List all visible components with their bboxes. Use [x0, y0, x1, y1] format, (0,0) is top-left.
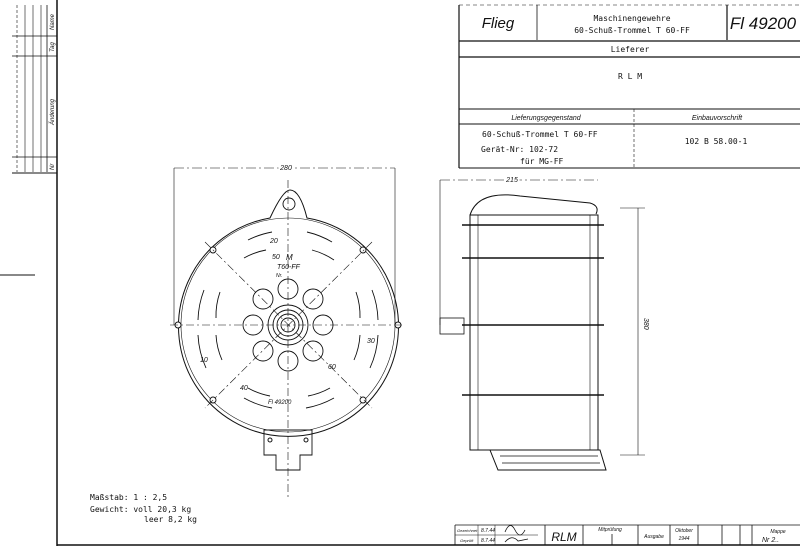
item-line3: für MG-FF — [520, 157, 564, 166]
drawn-date: 8.7.44 — [481, 528, 495, 534]
issue-month: Oktober — [675, 528, 693, 534]
mark-10: 10 — [200, 357, 208, 364]
supplier-value: R L M — [618, 72, 642, 81]
mark-m: M — [286, 253, 293, 262]
install-ref: 102 B 58.00-1 — [685, 137, 748, 146]
revision-strip: Name Tag Änderung Nr — [12, 5, 57, 174]
front-view: 280 — [170, 163, 405, 500]
rev-col-nr: Nr — [50, 163, 56, 170]
front-dim-width: 280 — [279, 165, 292, 172]
side-dim-width: 215 — [505, 177, 518, 184]
mark-type: T60-FF — [277, 264, 301, 271]
co-check-label: Mitprüfung — [598, 527, 622, 533]
checked-date: 8.7.44 — [481, 538, 495, 544]
side-dim-height: 380 — [642, 318, 649, 330]
mark-20: 20 — [269, 238, 278, 245]
item-line1: 60-Schuß-Trommel T 60-FF — [482, 130, 598, 139]
scale-note: Maßstab: 1 : 2,5 — [90, 493, 167, 502]
item-label: Lieferungsgegenstand — [511, 115, 581, 122]
issue-label: Ausgabe — [643, 534, 664, 540]
folder-label: Mappe — [770, 529, 786, 535]
checked-label: Geprüft — [460, 538, 474, 543]
authority-label: RLM — [551, 530, 576, 544]
title-line1: Maschinengewehre — [593, 14, 670, 23]
title-block: Flieg Maschinengewehre 60-Schuß-Trommel … — [458, 4, 800, 169]
drawing-number: Fl 49200 — [730, 14, 797, 33]
rev-col-tag: Tag — [50, 42, 56, 52]
item-line2: Gerät-Nr: 102-72 — [481, 145, 558, 154]
title-line2: 60-Schuß-Trommel T 60-FF — [574, 26, 690, 35]
weight-empty-note: leer 8,2 kg — [144, 515, 197, 524]
notes: Maßstab: 1 : 2,5 Gewicht: voll 20,3 kg l… — [90, 493, 197, 524]
weight-full-note: Gewicht: voll 20,3 kg — [90, 505, 191, 514]
maker-label: Flieg — [482, 15, 515, 32]
mark-30: 30 — [367, 338, 375, 345]
drawn-label: Gezeichnet — [457, 528, 478, 533]
mark-50: 50 — [272, 254, 280, 261]
mark-nr: Nr. — [276, 273, 282, 279]
front-part-number: Fl 49200 — [268, 400, 292, 406]
supplier-label: Lieferer — [611, 45, 650, 54]
rev-col-change: Änderung — [49, 98, 56, 126]
mark-60: 60 — [328, 364, 336, 371]
bottom-title-block: Gezeichnet 8.7.44 Geprüft 8.7.44 RLM Mit… — [454, 524, 800, 545]
install-label: Einbauvorschrift — [692, 115, 743, 122]
side-view: 215 380 — [439, 175, 649, 471]
rev-col-name: Name — [50, 13, 56, 30]
mark-40: 40 — [240, 385, 248, 392]
issue-year: 1944 — [678, 536, 689, 542]
folder-number: Nr 2.. — [762, 537, 779, 544]
